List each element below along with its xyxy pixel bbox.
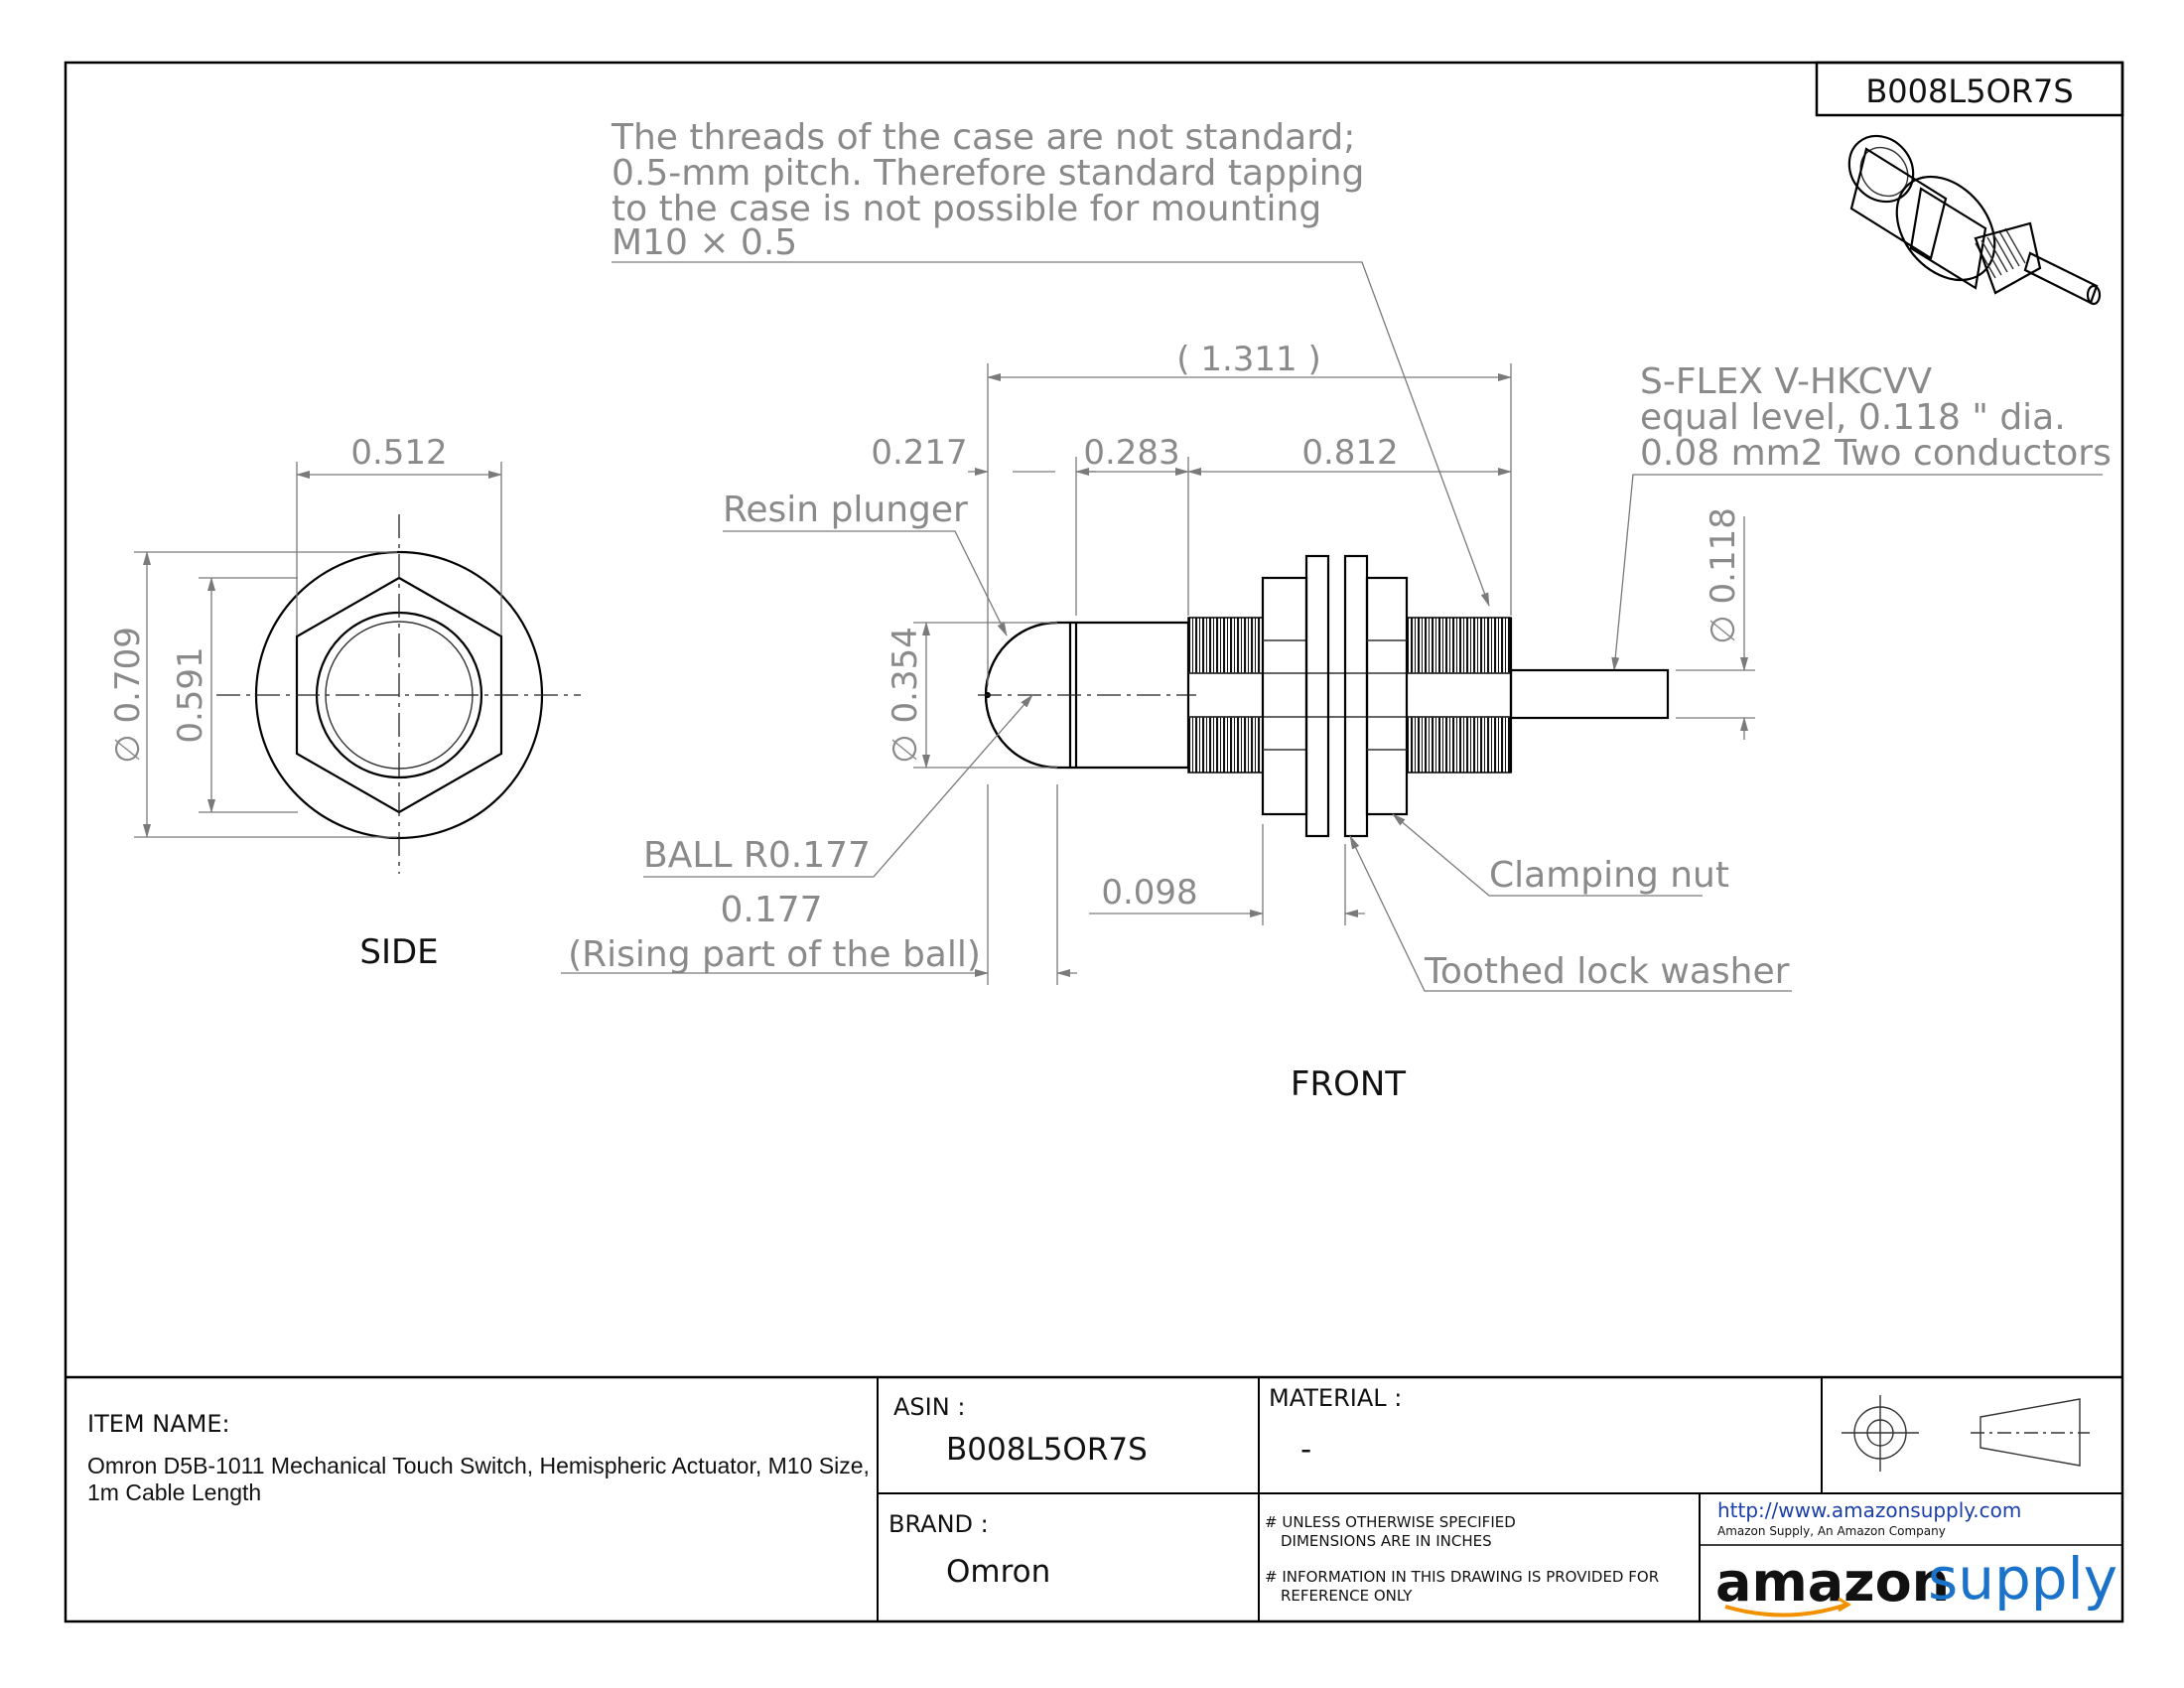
dim-0217: 0.217: [871, 433, 967, 473]
clamping-nut: [1261, 554, 1330, 838]
item-name-line2: 1m Cable Length: [87, 1479, 261, 1505]
side-flat-dim: 0.591: [171, 646, 210, 743]
note-units-line1: # UNLESS OTHERWISE SPECIFIED: [1265, 1513, 1516, 1531]
side-view: 0.512 ∅ 0.709 0.591 SIDE: [108, 433, 581, 972]
website-subtitle: Amazon Supply, An Amazon Company: [1717, 1524, 1946, 1538]
svg-text:to the case is not possible fo: to the case is not possible for mounting: [612, 189, 1321, 229]
front-view-label: FRONT: [1291, 1064, 1406, 1104]
rising-label: (Rising part of the ball): [568, 934, 981, 975]
note-reference-line2: REFERENCE ONLY: [1281, 1587, 1413, 1605]
item-name-label: ITEM NAME:: [87, 1410, 230, 1438]
dim-0812: 0.812: [1301, 433, 1398, 473]
svg-text:M10 × 0.5: M10 × 0.5: [612, 222, 797, 263]
svg-text:equal level, 0.118 " dia.: equal level, 0.118 " dia.: [1640, 397, 2066, 438]
nut-gap-dim: 0.098: [1101, 873, 1197, 913]
dim-0283: 0.283: [1083, 433, 1179, 473]
header-part-number: B008L5OR7S: [1865, 72, 2073, 110]
front-view: ( 1.311 ) 0.217 0.283 0.812 ∅ 0.354 ∅ 0.…: [561, 340, 1792, 1104]
svg-text:S-FLEX V-HKCVV: S-FLEX V-HKCVV: [1640, 361, 1932, 402]
isometric-view: [1847, 134, 2102, 306]
header-part-number-box: B008L5OR7S: [1815, 61, 2124, 117]
amazon-supply-logo: amazon supply: [1715, 1545, 2117, 1618]
material-value: -: [1300, 1432, 1311, 1468]
overall-length-dim: ( 1.311 ): [1176, 340, 1320, 379]
side-diameter-dim: ∅ 0.709: [108, 627, 148, 764]
clamping-nut-label: Clamping nut: [1489, 855, 1729, 896]
asin-label: ASIN :: [893, 1393, 965, 1421]
side-view-label: SIDE: [359, 932, 438, 972]
thread-note: The threads of the case are not standard…: [611, 117, 1490, 607]
rising-value: 0.177: [720, 890, 822, 930]
projection-symbol: [1842, 1395, 2090, 1472]
cable: [1509, 668, 1670, 720]
website-link[interactable]: http://www.amazonsupply.com: [1717, 1498, 2021, 1522]
sheet-border: [64, 61, 2124, 1623]
lock-washer-label: Toothed lock washer: [1424, 951, 1790, 992]
material-label: MATERIAL :: [1269, 1384, 1402, 1412]
ball-radius-label: BALL R0.177: [643, 835, 871, 876]
cable-note: S-FLEX V-HKCVV equal level, 0.118 " dia.…: [1611, 361, 2112, 671]
svg-text:supply: supply: [1928, 1545, 2117, 1613]
cable-diameter-dim: ∅ 0.118: [1704, 507, 1743, 644]
asin-value: B008L5OR7S: [946, 1432, 1148, 1468]
toothed-lock-washer: [1343, 554, 1409, 838]
svg-text:0.08 mm2 Two conductors: 0.08 mm2 Two conductors: [1640, 433, 2112, 474]
resin-plunger-label: Resin plunger: [723, 490, 968, 530]
note-units-line2: DIMENSIONS ARE IN INCHES: [1281, 1532, 1492, 1550]
note-reference-line1: # INFORMATION IN THIS DRAWING IS PROVIDE…: [1265, 1568, 1659, 1586]
title-block: ITEM NAME: Omron D5B-1011 Mechanical Tou…: [66, 1375, 2122, 1621]
svg-text:The threads of the case are no: The threads of the case are not standard…: [611, 117, 1355, 158]
side-width-dim: 0.512: [350, 433, 447, 473]
svg-text:0.5-mm pitch. Therefore standa: 0.5-mm pitch. Therefore standard tapping: [612, 153, 1364, 194]
item-name-line1: Omron D5B-1011 Mechanical Touch Switch, …: [87, 1453, 870, 1478]
brand-label: BRAND :: [888, 1510, 989, 1538]
svg-text:amazon: amazon: [1715, 1551, 1950, 1614]
brand-value: Omron: [946, 1554, 1050, 1590]
plunger-diameter-dim: ∅ 0.354: [886, 627, 925, 764]
